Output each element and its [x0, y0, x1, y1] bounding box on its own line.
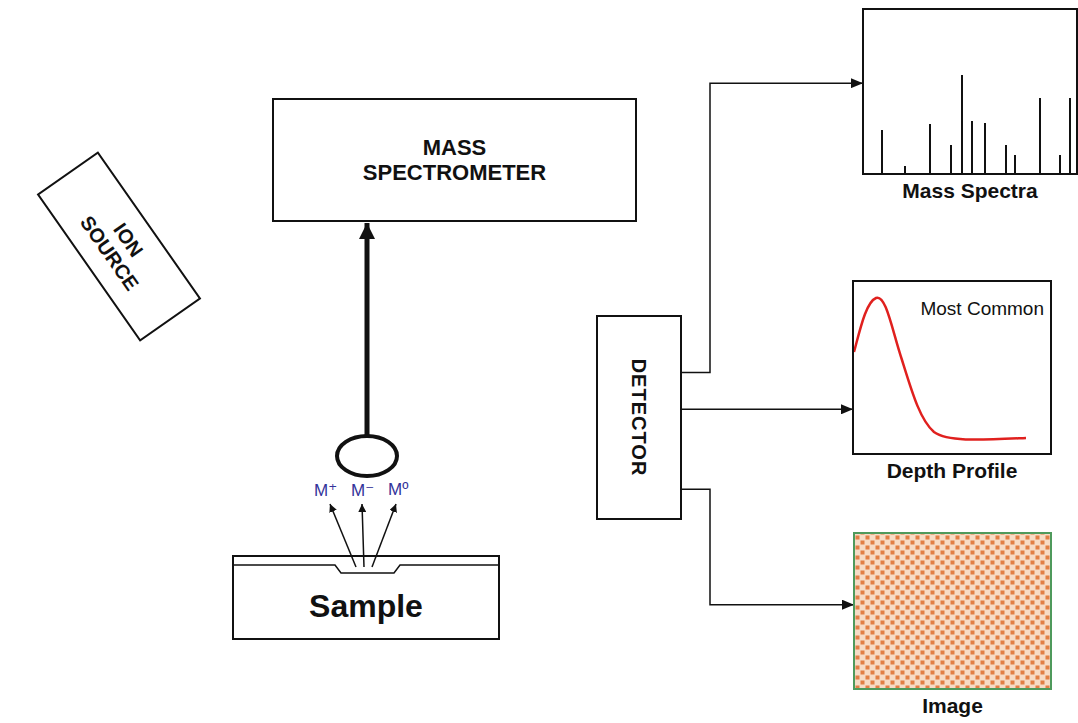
particle-arrow — [362, 504, 364, 567]
extraction-lens — [337, 436, 397, 476]
curve-label: Most Common — [920, 298, 1044, 320]
image-texture — [854, 533, 1051, 689]
mass-spectra-panel: Mass Spectra — [862, 8, 1078, 175]
particle-arrow — [372, 504, 396, 567]
ion-source-box: ION SOURCE — [37, 151, 202, 341]
box-label: ION SOURCE — [71, 192, 166, 300]
ion-label: M⁺ — [314, 480, 337, 501]
ion-label: M⁻ — [351, 480, 374, 501]
connector-arrow — [682, 489, 853, 604]
depth-profile-panel: Most CommonDepth Profile — [852, 280, 1052, 455]
sample-box: Sample — [232, 555, 500, 640]
connector-arrow — [682, 409, 852, 411]
box-label: Sample — [309, 588, 423, 625]
ion-label: Mº — [388, 480, 408, 500]
box-label: MASS SPECTROMETER — [340, 135, 570, 186]
particle-arrow — [330, 504, 356, 567]
surface-layer — [232, 565, 500, 573]
panel-heading: Mass Spectra — [864, 179, 1076, 203]
image-panel: Image — [853, 532, 1052, 690]
detector-box: DETECTOR — [596, 315, 682, 520]
panel-heading: Depth Profile — [854, 459, 1050, 483]
connector-arrow — [682, 83, 862, 372]
box-label: DETECTOR — [628, 359, 651, 477]
panel-heading: Image — [855, 694, 1050, 718]
spectrum-bars — [882, 75, 1070, 174]
mass-spectrometer-box: MASS SPECTROMETER — [272, 98, 637, 222]
ion-path-arrow — [365, 223, 370, 436]
